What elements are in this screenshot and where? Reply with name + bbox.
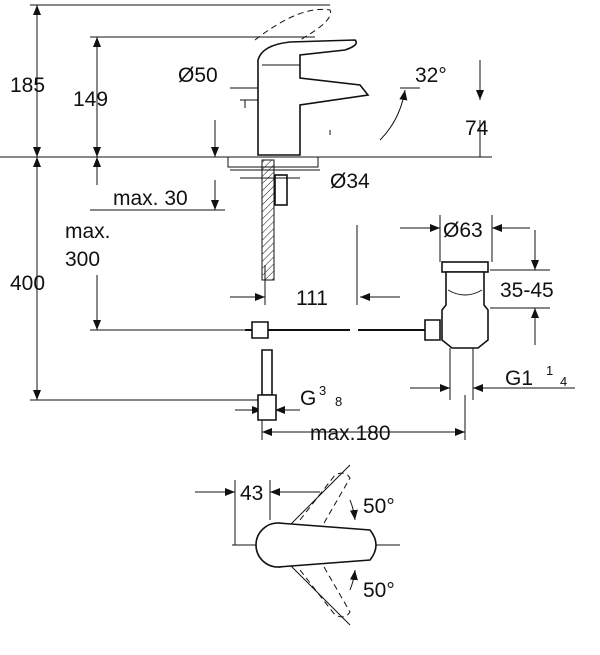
label-supply-thread-num: 3 <box>319 383 326 398</box>
label-drain-range: 35-45 <box>500 279 554 302</box>
label-body-diameter: Ø50 <box>178 64 218 87</box>
label-lever-offset: 43 <box>240 482 263 505</box>
dimension-lines <box>33 5 575 440</box>
plan-view <box>195 464 400 626</box>
label-drain-diameter: Ø63 <box>443 219 483 242</box>
label-spout-height: 149 <box>73 88 108 111</box>
label-drain-thread-den: 4 <box>560 374 567 389</box>
drain-assembly <box>441 261 489 400</box>
label-max-width: max.180 <box>310 422 391 445</box>
label-drain-offset: 111 <box>296 287 328 310</box>
label-total-height: 185 <box>10 74 45 97</box>
label-supply-thread: G <box>300 387 316 410</box>
label-max-counter-thickness: max. 30 <box>113 187 188 210</box>
label-below-counter: 400 <box>10 272 45 295</box>
label-supply-thread-den: 8 <box>335 394 342 409</box>
label-lever-angle-bottom: 50° <box>363 579 395 602</box>
label-max-value: 300 <box>65 248 100 271</box>
label-spout-angle: 32° <box>415 64 447 87</box>
label-drain-thread: G1 <box>505 367 533 390</box>
label-hole-diameter: Ø34 <box>330 170 370 193</box>
label-spout-reach-height: 74 <box>465 117 489 140</box>
label-lever-angle-top: 50° <box>363 495 395 518</box>
label-drain-thread-num: 1 <box>546 363 553 378</box>
faucet-elevation <box>227 8 441 421</box>
label-max: max. <box>65 220 111 243</box>
